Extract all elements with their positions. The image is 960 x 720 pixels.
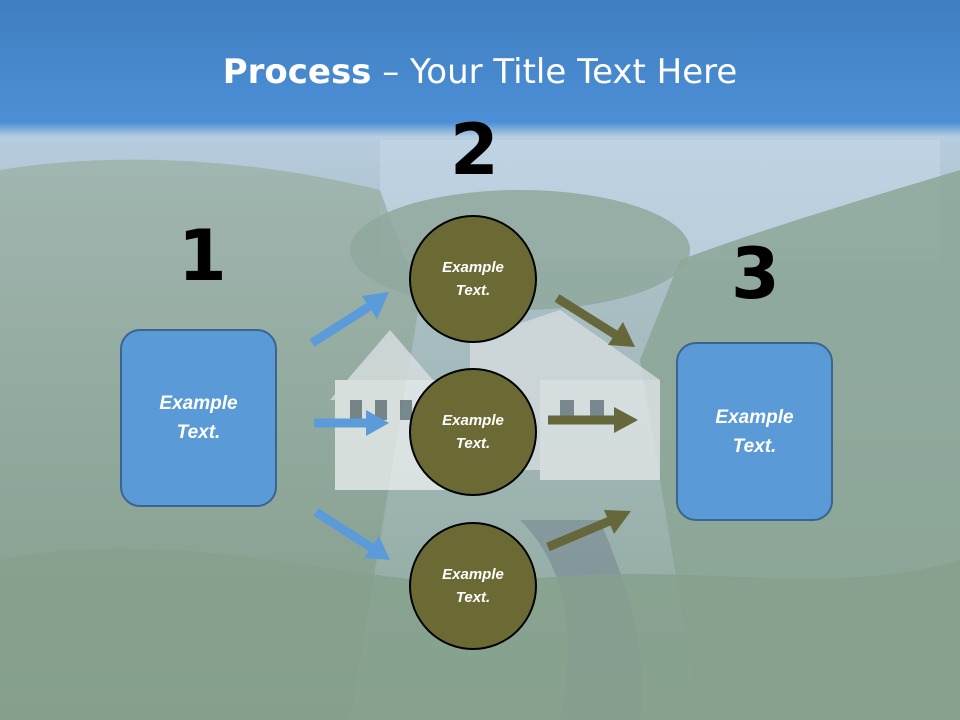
step-number-3: 3 — [731, 233, 780, 315]
circle-top-text: Example Text. — [442, 259, 504, 299]
left-box: Example Text. — [120, 329, 277, 507]
circle-middle-text: Example Text. — [442, 412, 504, 452]
circle-top: Example Text. — [409, 215, 537, 343]
right-box: Example Text. — [676, 342, 833, 521]
circle-bottom-text: Example Text. — [442, 566, 504, 606]
circle-middle: Example Text. — [409, 368, 537, 496]
circle-bottom: Example Text. — [409, 522, 537, 650]
blue-arrow-middle — [314, 410, 389, 436]
title-rest: – Your Title Text Here — [371, 52, 738, 92]
blue-arrow-up — [309, 292, 389, 347]
olive-arrow-middle — [548, 407, 638, 433]
olive-arrow-up — [546, 510, 631, 552]
slide-title: Process – Your Title Text Here — [0, 52, 960, 92]
step-number-1: 1 — [178, 215, 227, 297]
title-bold: Process — [222, 52, 372, 92]
olive-arrow-down — [554, 294, 635, 347]
left-box-text: Example Text. — [159, 393, 238, 443]
step-number-2: 2 — [450, 109, 499, 191]
right-box-text: Example Text. — [715, 406, 794, 457]
blue-arrow-down — [313, 508, 390, 560]
